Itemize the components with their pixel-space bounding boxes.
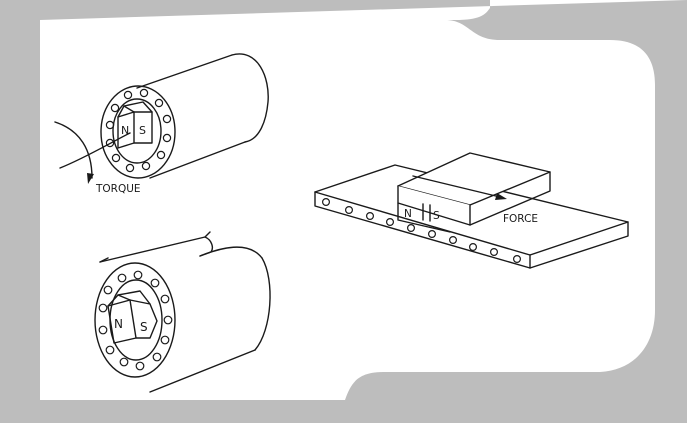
pole-s-linear: S xyxy=(433,210,440,222)
white-panel xyxy=(40,0,687,400)
linear-motor xyxy=(314,152,629,269)
stator-holes-top xyxy=(105,88,172,173)
stator-holes-bottom xyxy=(98,270,173,371)
force-arrowhead xyxy=(495,193,507,200)
rotary-motor-bottom xyxy=(94,231,271,393)
diagram-lines xyxy=(54,53,629,393)
track-holes xyxy=(322,198,521,264)
force-arrow xyxy=(412,175,501,198)
torque-arrow xyxy=(54,121,93,179)
force-label: FORCE xyxy=(503,213,538,225)
torque-label: TORQUE xyxy=(95,183,141,195)
torque-arrowhead xyxy=(87,173,94,184)
pole-s-bottom: S xyxy=(140,320,148,334)
pole-n-top: N xyxy=(121,124,129,137)
rotary-motor-top xyxy=(100,53,269,179)
pole-n-linear: N xyxy=(404,208,412,220)
pole-s-top: S xyxy=(139,124,146,137)
pole-n-bottom: N xyxy=(114,317,123,331)
